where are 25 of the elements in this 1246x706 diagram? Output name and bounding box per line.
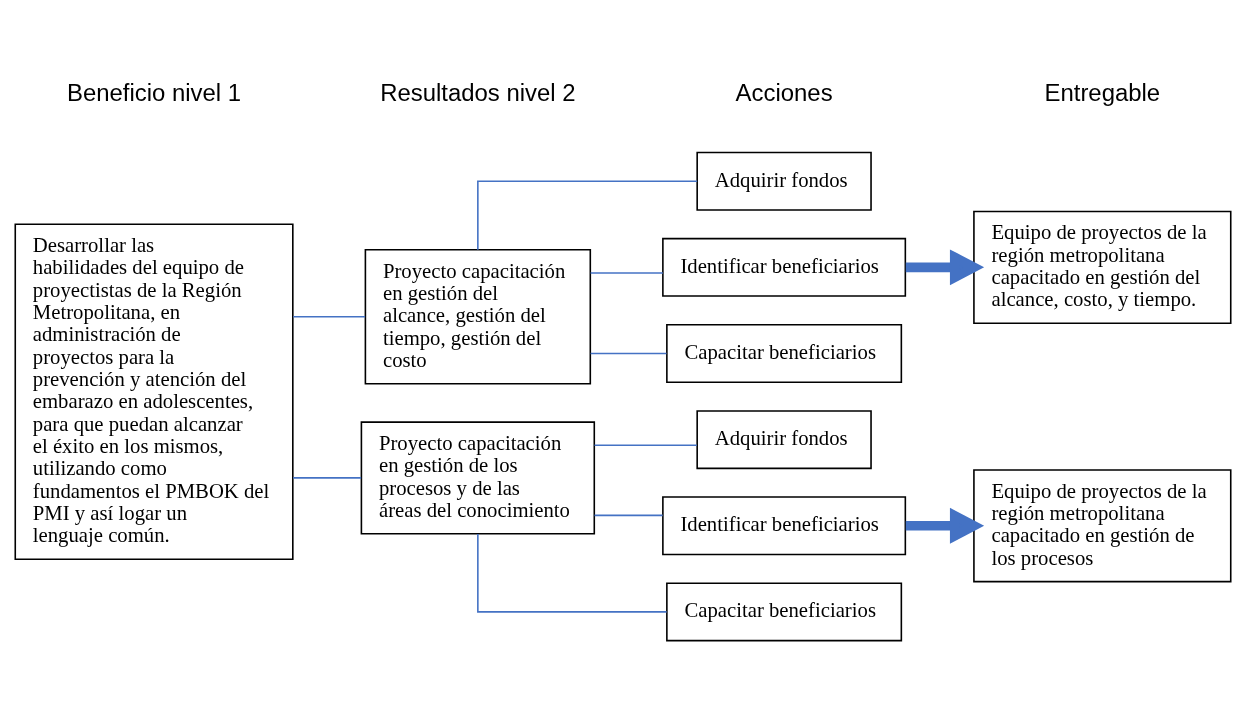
node-box: Identificar beneficiarios bbox=[662, 237, 907, 297]
node-box: Equipo de proyectos de la región metropolitana capacitado en gestión de los procesos bbox=[973, 468, 1232, 582]
node-box: Adquirir fondos bbox=[696, 151, 872, 211]
node-box: Adquirir fondos bbox=[696, 409, 872, 469]
arrow bbox=[905, 248, 985, 285]
connector bbox=[593, 514, 664, 516]
label: Beneficio nivel 1 bbox=[66, 78, 242, 106]
node-box: Capacitar beneficiarios bbox=[666, 581, 903, 641]
connector bbox=[589, 271, 664, 274]
node-box: Proyecto capacitación en gestión de los procesos y de las áreas del conocimiento bbox=[360, 420, 596, 535]
connector bbox=[477, 532, 668, 613]
connector bbox=[292, 315, 366, 318]
connector bbox=[593, 443, 698, 446]
node-box: Desarrollar las habilidades del equipo de proyectistas de la Región Metropolitana, en administración de proyectos para la prevención y atención del embarazo en adolescentes, para que puedan alcanzar el éxito en los mismos, utilizando como fundamentos el PMBOK del PMI y así logar un lenguaje común. bbox=[14, 223, 294, 560]
label: Entregable bbox=[1044, 78, 1161, 106]
node-box: Capacitar beneficiarios bbox=[666, 323, 903, 383]
node-box: Proyecto capacitación en gestión del alcance, gestión del tiempo, gestión del costo bbox=[364, 248, 592, 385]
arrow bbox=[905, 507, 985, 544]
connector bbox=[477, 179, 698, 251]
label: Acciones bbox=[735, 78, 833, 106]
connector bbox=[589, 352, 668, 354]
connector bbox=[292, 476, 362, 479]
node-box: Identificar beneficiarios bbox=[662, 495, 907, 555]
node-box: Equipo de proyectos de la región metropolitana capacitado en gestión del alcance, costo, y tiempo. bbox=[973, 210, 1232, 324]
label: Resultados nivel 2 bbox=[380, 78, 576, 106]
